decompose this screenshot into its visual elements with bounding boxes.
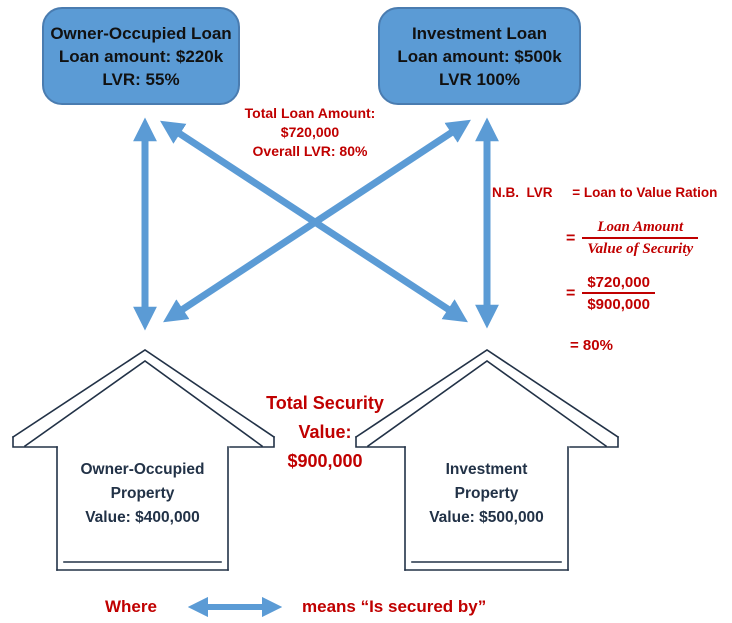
owner-house-line1: Owner-Occupied <box>80 461 205 478</box>
investment-loan-title: Investment Loan <box>411 23 548 43</box>
double-arrow-investment-loan-to-owner-property <box>163 119 471 323</box>
total-loan-line1: Total Loan Amount: <box>244 105 376 121</box>
total-loan-line3: Overall LVR: 80% <box>252 143 368 159</box>
legend-meaning: means “Is secured by” <box>302 597 487 616</box>
total-loan-summary: Total Loan Amount: $720,000 Overall LVR:… <box>225 104 395 161</box>
owner-loan-box: Owner-Occupied Loan Loan amount: $220k L… <box>42 7 240 105</box>
lvr-formula: = Loan Amount Value of Security <box>566 219 699 258</box>
lvr-formula-numerator: Loan Amount <box>597 219 684 235</box>
lvr-result: = 80% <box>570 337 613 354</box>
investment-house-label: Investment Property Value: $500,000 <box>405 458 568 530</box>
total-loan-line2: $720,000 <box>280 124 340 140</box>
owner-loan-amount: Loan amount: $220k <box>58 46 224 66</box>
investment-loan-lvr: LVR 100% <box>439 69 520 89</box>
lvr-note-label: N.B. LVR <box>492 185 553 200</box>
total-security-line2: Value: <box>298 422 352 442</box>
investment-loan-amount: Loan amount: $500k <box>397 46 562 66</box>
investment-loan-box: Investment Loan Loan amount: $500k LVR 1… <box>378 7 581 105</box>
owner-loan-title: Owner-Occupied Loan <box>50 23 232 43</box>
owner-house-icon <box>11 349 276 571</box>
lvr-formula-fraction: Loan Amount Value of Security <box>582 219 699 258</box>
legend-where: Where <box>105 597 157 616</box>
lvr-formula-equals: = <box>566 229 576 247</box>
lvr-calc-numerator: $720,000 <box>587 274 650 291</box>
lvr-note-definition: = Loan to Value Ration <box>572 185 718 200</box>
owner-house-line2: Property <box>110 485 175 502</box>
lvr-calc-denominator: $900,000 <box>582 292 655 313</box>
total-security-line3: $900,000 <box>287 451 363 471</box>
investment-house-icon <box>354 349 620 571</box>
investment-house-line3: Value: $500,000 <box>429 509 544 526</box>
investment-house-line1: Investment <box>445 461 528 478</box>
lvr-calculation: = $720,000 $900,000 <box>566 274 655 313</box>
investment-house-line2: Property <box>454 485 519 502</box>
owner-loan-lvr: LVR: 55% <box>102 69 180 89</box>
owner-house-line3: Value: $400,000 <box>85 509 200 526</box>
lvr-calc-equals: = <box>566 284 576 302</box>
total-security-value: Total Security Value: $900,000 <box>235 389 415 476</box>
total-security-line1: Total Security <box>266 393 384 413</box>
owner-house-label: Owner-Occupied Property Value: $400,000 <box>57 458 228 530</box>
lvr-formula-denominator: Value of Security <box>582 237 699 258</box>
lvr-note: N.B. LVR = Loan to Value Ration <box>492 185 717 200</box>
security-arrows-group <box>133 117 499 331</box>
lvr-calc-fraction: $720,000 $900,000 <box>582 274 655 313</box>
